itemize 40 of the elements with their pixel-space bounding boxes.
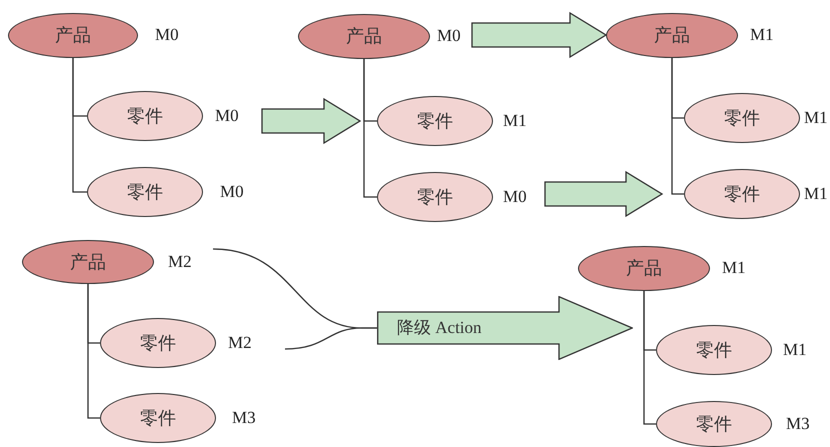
- block-arrow: [471, 12, 608, 58]
- part-ellipse: 零件: [100, 393, 216, 443]
- block-arrow: [544, 170, 664, 218]
- product-ellipse: 产品: [298, 14, 430, 58]
- part-ellipse: 零件: [87, 167, 203, 217]
- version-label: M3: [786, 414, 810, 434]
- part-ellipse: 零件: [656, 401, 772, 447]
- version-label: M0: [155, 25, 179, 45]
- version-label: M3: [232, 408, 256, 428]
- version-label: M1: [804, 108, 828, 128]
- tree-line: [87, 284, 100, 419]
- version-label: M2: [228, 333, 252, 353]
- part-ellipse: 零件: [100, 318, 216, 368]
- version-label: M2: [168, 252, 192, 272]
- tree-line: [72, 58, 87, 193]
- part-ellipse: 零件: [656, 325, 772, 375]
- tree-line: [363, 58, 377, 198]
- version-label: M0: [220, 182, 244, 202]
- part-ellipse: 零件: [377, 172, 493, 222]
- version-label: M1: [722, 258, 746, 278]
- arrow-label: 降级 Action: [397, 317, 482, 339]
- part-ellipse: 零件: [87, 91, 203, 141]
- product-ellipse: 产品: [578, 246, 710, 290]
- version-label: M1: [503, 111, 527, 131]
- version-label: M1: [783, 340, 807, 360]
- connector-curve: [284, 327, 377, 350]
- version-label: M1: [750, 25, 774, 45]
- tree-line: [643, 290, 656, 425]
- version-label: M1: [804, 184, 828, 204]
- product-ellipse: 产品: [606, 12, 738, 58]
- product-ellipse: 产品: [8, 12, 138, 58]
- version-label: M0: [215, 106, 239, 126]
- part-ellipse: 零件: [684, 169, 800, 219]
- product-ellipse: 产品: [22, 240, 154, 284]
- block-arrow: [261, 98, 362, 144]
- tree-line: [671, 58, 684, 195]
- version-label: M0: [437, 26, 461, 46]
- part-ellipse: 零件: [377, 96, 493, 146]
- part-ellipse: 零件: [684, 93, 800, 143]
- version-label: M0: [503, 187, 527, 207]
